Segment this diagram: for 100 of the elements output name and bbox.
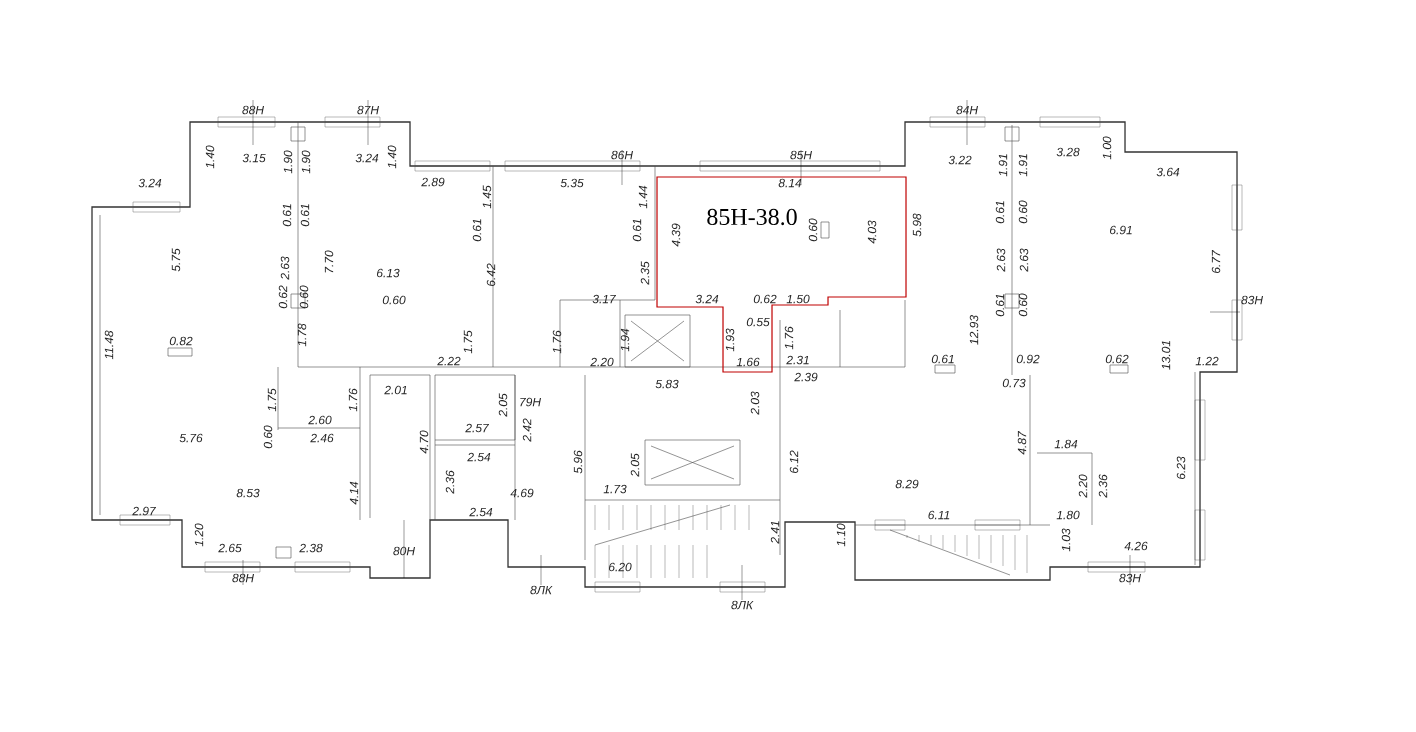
dimension-label: 1.40 xyxy=(205,145,215,169)
dimension-label: 1.93 xyxy=(725,328,735,352)
dimension-label: 2.36 xyxy=(1098,474,1108,498)
dimension-label: 2.03 xyxy=(750,391,760,415)
dimension-label: 11.48 xyxy=(104,330,114,360)
dimension-label: 0.55 xyxy=(746,317,770,327)
dimension-label: 5.35 xyxy=(560,178,584,188)
dimension-label: 2.38 xyxy=(299,543,323,553)
dimension-label: 4.39 xyxy=(671,223,681,247)
dimension-label: 0.60 xyxy=(808,218,818,242)
dimension-label: 6.23 xyxy=(1176,456,1186,479)
dimension-label: 3.28 xyxy=(1056,147,1080,157)
dimension-label: 0.82 xyxy=(169,336,193,346)
dimension-label: 1.66 xyxy=(736,357,760,367)
dimension-label: 0.61 xyxy=(282,204,292,227)
dimension-label: 6.77 xyxy=(1211,249,1221,273)
unit-label: 8ЛК xyxy=(731,600,754,610)
dimension-label: 0.61 xyxy=(931,354,954,364)
dimension-label: 2.22 xyxy=(437,356,461,366)
dimension-label: 2.46 xyxy=(310,433,334,443)
dimension-label: 0.60 xyxy=(382,295,406,305)
dimension-label: 1.50 xyxy=(786,294,810,304)
dimension-label: 0.62 xyxy=(278,285,288,309)
dimension-label: 2.01 xyxy=(384,385,407,395)
dimension-label: 2.63 xyxy=(280,256,290,280)
unit-label: 85Н xyxy=(790,150,812,160)
dimension-label: 1.90 xyxy=(283,150,293,174)
dimension-label: 3.24 xyxy=(695,294,719,304)
dimension-label: 0.73 xyxy=(1002,378,1026,388)
dimension-label: 7.70 xyxy=(324,250,334,273)
dimension-label: 12.93 xyxy=(969,315,979,345)
dimension-label: 6.20 xyxy=(609,562,632,572)
dimension-label: 2.65 xyxy=(218,543,242,553)
unit-label: 83Н xyxy=(1241,295,1263,305)
dimension-label: 2.31 xyxy=(786,355,809,365)
dimension-label: 2.39 xyxy=(794,372,818,382)
dimension-label: 2.57 xyxy=(465,423,490,433)
dimension-label: 2.54 xyxy=(469,507,493,517)
dimension-label: 13.01 xyxy=(1161,341,1171,370)
dimension-label: 0.61 xyxy=(472,219,482,242)
unit-label: 87Н xyxy=(357,105,379,115)
dimension-label: 3.24 xyxy=(138,178,162,188)
dimension-label: 3.17 xyxy=(592,294,617,304)
dimension-label: 2.54 xyxy=(467,452,491,462)
dimension-label: 1.91 xyxy=(1018,154,1028,177)
dimension-label: 1.10 xyxy=(836,523,846,547)
dimension-label: 8.29 xyxy=(895,479,919,489)
dimension-label: 1.76 xyxy=(348,388,358,412)
dimension-label: 2.20 xyxy=(590,357,614,367)
dimension-label: 3.15 xyxy=(242,153,266,163)
dimension-label: 1.03 xyxy=(1061,528,1071,552)
dimension-label: 2.05 xyxy=(498,393,508,417)
dimension-label: 0.62 xyxy=(1105,354,1129,364)
dimension-label: 3.22 xyxy=(948,155,972,165)
dimension-label: 0.62 xyxy=(753,294,777,304)
dimension-label: 3.64 xyxy=(1156,167,1180,177)
dimension-label: 6.91 xyxy=(1110,225,1132,235)
unit-label: 83Н xyxy=(1119,573,1141,583)
unit-label: 84Н xyxy=(956,105,978,115)
dimension-label: 2.36 xyxy=(445,470,455,494)
dimension-label: 0.61 xyxy=(300,204,310,227)
dimension-label: 5.96 xyxy=(573,450,583,474)
dimension-label: 6.42 xyxy=(486,263,496,286)
dimension-label: 2.63 xyxy=(996,248,1006,272)
dimension-label: 2.60 xyxy=(308,415,332,425)
dimension-label: 1.76 xyxy=(552,330,562,354)
dimension-label: 2.89 xyxy=(421,177,445,187)
dimension-label: 1.75 xyxy=(463,330,473,354)
dimension-label: 5.76 xyxy=(179,433,203,443)
dimension-label: 4.03 xyxy=(867,220,877,244)
dimension-label: 1.20 xyxy=(194,523,204,547)
dimension-label: 0.60 xyxy=(299,285,309,309)
dimension-label: 2.42 xyxy=(522,418,532,442)
dimension-label: 1.22 xyxy=(1195,356,1219,366)
dimension-label: 8.14 xyxy=(778,178,802,188)
dimension-label: 0.60 xyxy=(1018,293,1028,317)
dimension-label: 1.94 xyxy=(620,328,630,352)
unit-label: 86Н xyxy=(611,150,633,160)
unit-label: 80Н xyxy=(393,546,415,556)
unit-label: 88Н xyxy=(242,105,264,115)
dimension-label: 4.87 xyxy=(1017,430,1027,455)
dimension-label: 6.11 xyxy=(928,510,950,520)
dimension-label: 0.92 xyxy=(1016,354,1040,364)
dimension-label: 1.78 xyxy=(297,323,307,347)
dimension-label: 2.63 xyxy=(1019,248,1029,272)
dimension-label: 2.41 xyxy=(770,521,780,544)
dimension-label: 4.26 xyxy=(1124,541,1148,551)
dimension-label: 2.97 xyxy=(132,506,157,516)
dimension-label: 1.80 xyxy=(1056,510,1080,520)
dimension-label: 1.45 xyxy=(482,185,492,209)
dimension-label: 0.61 xyxy=(995,201,1005,224)
unit-label: 79Н xyxy=(520,397,541,407)
unit-label: 88Н xyxy=(232,573,254,583)
unit-label: 8ЛК xyxy=(530,585,553,595)
dimension-label: 6.13 xyxy=(377,268,400,278)
dimension-label: 3.24 xyxy=(355,153,379,163)
dimension-label: 4.14 xyxy=(349,481,359,505)
dimension-label: 1.76 xyxy=(784,326,794,350)
dimension-label: 4.69 xyxy=(510,488,534,498)
dimension-label: 2.20 xyxy=(1078,474,1088,498)
